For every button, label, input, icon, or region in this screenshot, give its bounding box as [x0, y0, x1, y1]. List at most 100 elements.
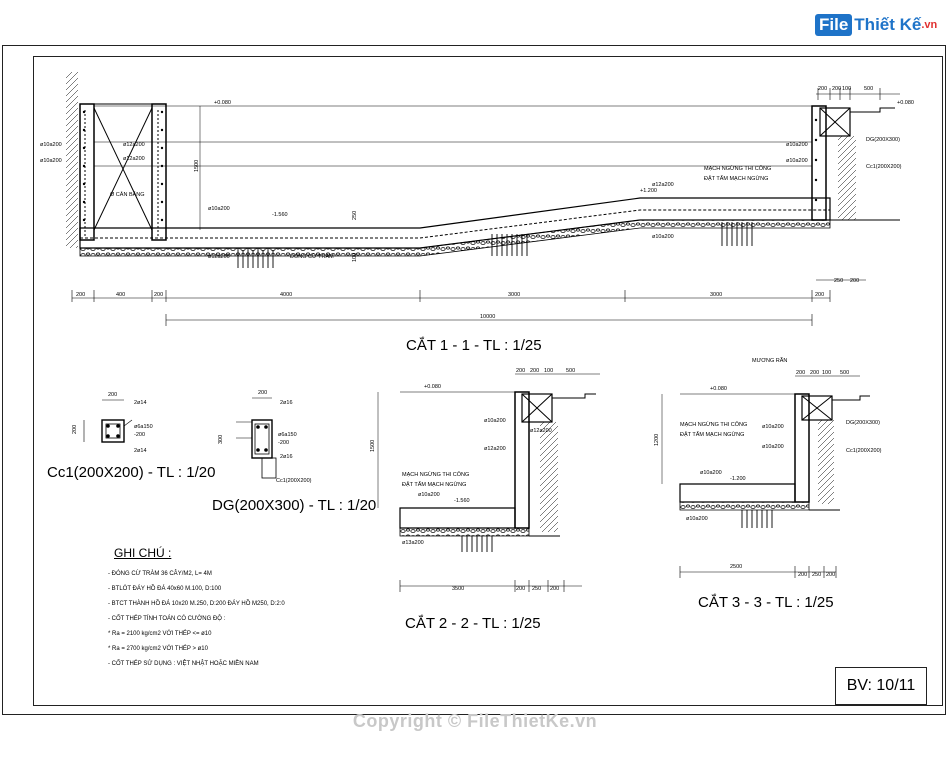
dim: 200 [826, 572, 835, 578]
note-item: - BTCT THÀNH HỒ ĐÁ 10x20 M.250, D:200 ĐÁ… [108, 601, 285, 607]
dim: 4000 [280, 292, 292, 298]
dim: 200 [516, 368, 525, 374]
rebar-label: ø10a200 [40, 158, 62, 164]
bar-label: 2ø16 [280, 454, 293, 460]
level-mid: +1.200 [640, 188, 657, 194]
stirrup-spacing: -200 [134, 432, 145, 438]
dim: 200 [76, 292, 85, 298]
dim-height: 1200 [654, 434, 660, 446]
rebar-label: ø13a200 [402, 540, 424, 546]
dim: 100 [822, 370, 831, 376]
rebar-label: ø10a200 [208, 206, 230, 212]
site-logo[interactable]: File Thiết Kế .vn [815, 12, 937, 38]
title-cc1: Cc1(200X200) - TL : 1/20 [47, 464, 216, 481]
wall-left [79, 103, 95, 241]
section-2-2 [377, 373, 600, 592]
dim: 200 [832, 86, 841, 92]
note-item: - CỐT THÉP TÍNH TOÁN CÓ CƯỜNG ĐỘ : [108, 616, 226, 622]
level-bot: -1.200 [730, 476, 746, 482]
detail-cc1 [83, 399, 133, 443]
stirrup-label: ø6a150 [278, 432, 297, 438]
dim: 200 [818, 86, 827, 92]
joint-label: MẠCH NGỪNG THI CÔNG [680, 421, 747, 428]
title-dg: DG(200X300) - TL : 1/20 [212, 497, 377, 514]
notes-block: GHI CHÚ : - ĐÓNG CỪ TRÀM 36 CÂY/M2, L= 4… [108, 546, 285, 672]
piles-1-1 [237, 222, 753, 268]
joint-label: MẠCH NGỪNG THI CÔNG [704, 165, 771, 172]
wall-right [811, 105, 827, 221]
logo-mark: File [815, 14, 853, 36]
dim-total: 10000 [480, 314, 495, 320]
level-top: +0.080 [214, 100, 231, 106]
dim: 250 [532, 586, 541, 592]
section-3-3 [661, 375, 870, 578]
rebar-label: ø10a200 [762, 424, 784, 430]
dim: 100 [842, 86, 851, 92]
dim: 3000 [508, 292, 520, 298]
note-item: - ĐÓNG CỪ TRÀM 36 CÂY/M2, L= 4M [108, 571, 212, 577]
rebar-label: ø10a200 [686, 516, 708, 522]
rebar-label: ø12a200 [652, 182, 674, 188]
labels-cc1: 2ø14 ø6a150 -200 2ø14 200 200 [72, 392, 153, 454]
detail-dg [236, 397, 277, 479]
rebar-label: ø12a200 [484, 446, 506, 452]
wall-left-inner [151, 103, 167, 241]
pile-label: ĐÓNG CỪ TRÀM [290, 253, 334, 260]
level-right: +0.080 [897, 100, 914, 106]
title-section-3-3: CẮT 3 - 3 - TL : 1/25 [698, 594, 834, 611]
dim: 3500 [452, 586, 464, 592]
drawing-frame-outer [2, 45, 946, 715]
rebar-dots [82, 110, 818, 222]
dim: 200 [516, 586, 525, 592]
ditch-label: MƯƠNG RÃN [752, 357, 787, 364]
dim: 3000 [710, 292, 722, 298]
rebar-label: ø10a200 [786, 158, 808, 164]
rebar-label: ø10a200 [652, 234, 674, 240]
dim-height: 100 [352, 253, 358, 262]
rebar-label: ø10a200 [762, 444, 784, 450]
rebar-label: ø10a200 [786, 142, 808, 148]
drawing-frame-inner [33, 56, 943, 706]
joint-label: ĐẶT TẤM MẠCH NGỪNG [680, 431, 744, 438]
note-item: - CỐT THÉP SỬ DỤNG : VIỆT NHẬT HOẶC MIỀN… [108, 661, 259, 667]
dim: 300 [218, 435, 224, 444]
dim: 500 [566, 368, 575, 374]
cc-label: Cc1(200X200) [866, 164, 902, 170]
dim: 200 [815, 292, 824, 298]
rebar-label: ø12a200 [123, 142, 145, 148]
dg-label: DG(200X300) [846, 420, 880, 426]
rebar-label: ø12a200 [208, 254, 230, 260]
level-top: +0.080 [710, 386, 727, 392]
note-item: - BTLÓT ĐÁY HỒ ĐÁ 40x60 M.100, D:100 [108, 586, 222, 592]
logo-tld: .vn [921, 19, 938, 31]
dim-height: 250 [352, 211, 358, 220]
dim: 200 [798, 572, 807, 578]
level-bot: -1.560 [272, 212, 288, 218]
dim: 250 [812, 572, 821, 578]
dim: 500 [864, 86, 873, 92]
dim: 200 [850, 278, 859, 284]
labels-2-2: +0.080 -1.560 ø10a200 ø12a200 ø12a200 ø1… [370, 368, 575, 592]
note-item: * Ra = 2700 kg/cm2 VỚI THÉP > ø10 [108, 646, 208, 652]
dim-height: 1500 [194, 160, 200, 172]
rebar-label: ø12a200 [530, 428, 552, 434]
labels-dg: 2ø16 ø6a150 -200 2ø16 Cc1(200X200) 200 3… [218, 390, 312, 484]
section-1-1 [66, 72, 900, 326]
cc-label: Cc1(200X200) [846, 448, 882, 454]
dim: 200 [550, 586, 559, 592]
rebar-label: ø10a200 [40, 142, 62, 148]
sheet-number: BV: 10/11 [835, 667, 927, 705]
title-section-2-2: CẮT 2 - 2 - TL : 1/25 [405, 615, 541, 632]
bar-label: 2ø14 [134, 448, 147, 454]
dim: 200 [72, 425, 78, 434]
rebar-label: ø10a200 [484, 418, 506, 424]
dim: 500 [840, 370, 849, 376]
copyright-watermark: Copyright © FileThietKe.vn [352, 711, 598, 731]
rebar-label: ø12a200 [123, 156, 145, 162]
dim-height: 1500 [370, 440, 376, 452]
dim: 250 [834, 278, 843, 284]
cc-label: Cc1(200X200) [276, 478, 312, 484]
labels-3-3: +0.080 -1.200 ø10a200 ø10a200 ø10a200 ø1… [654, 357, 882, 578]
bar-label: 2ø14 [134, 400, 147, 406]
joint-label: ĐẶT TẤM MẠCH NGỪNG [402, 481, 466, 488]
